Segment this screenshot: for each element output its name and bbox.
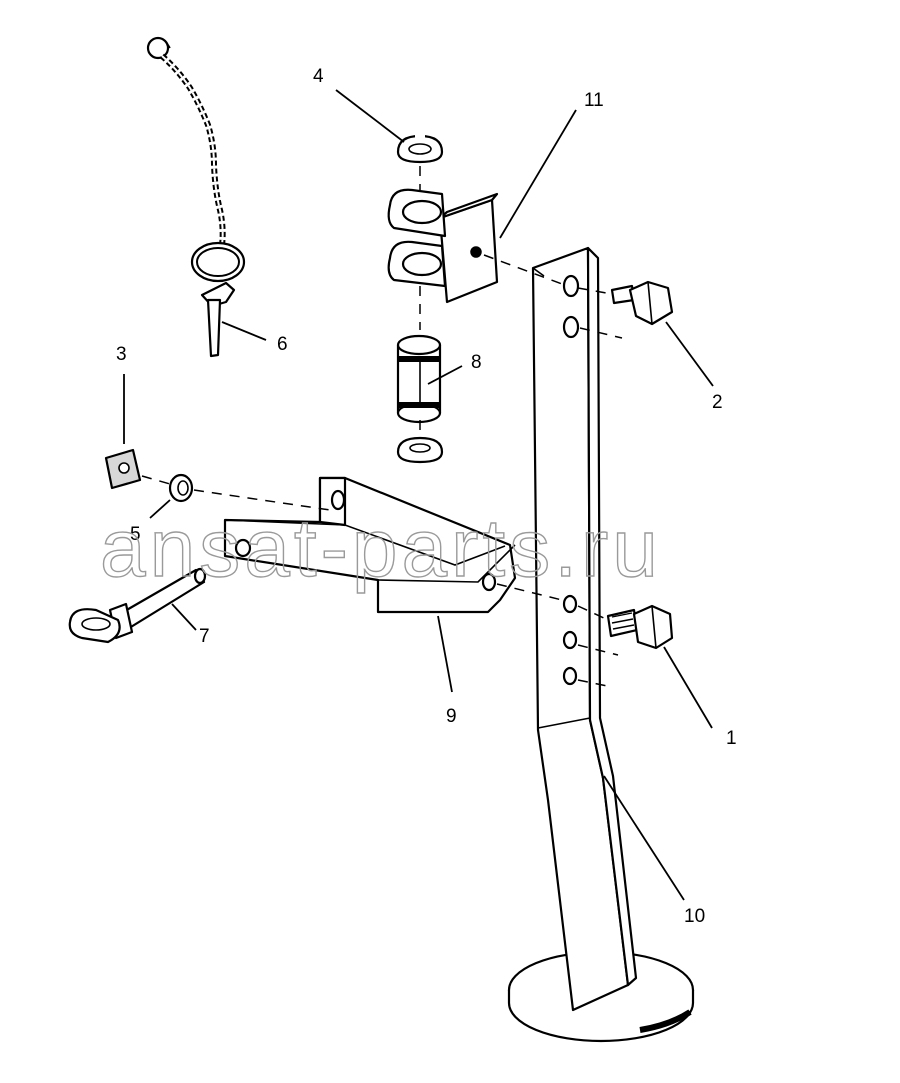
circlip-upper [396, 134, 444, 164]
assembly-lines [141, 166, 623, 688]
callout-7: 7 [199, 626, 210, 647]
callout-8: 8 [471, 352, 482, 373]
linch-pin-with-chain [146, 36, 246, 358]
bolt-lower [606, 604, 674, 650]
swivel-bracket [387, 188, 499, 304]
handle-pin [68, 567, 207, 644]
callout-11: 11 [584, 90, 604, 111]
bolt-upper [610, 280, 674, 326]
support-bracket [223, 476, 517, 614]
callout-6: 6 [277, 334, 288, 355]
watermark-text: ansat-parts.ru [100, 503, 662, 594]
callout-3: 3 [116, 344, 127, 365]
leader-lines [123, 89, 714, 901]
callout-9: 9 [446, 706, 457, 727]
callout-labels: 1 2 3 4 5 6 7 8 9 10 11 [116, 66, 737, 927]
callout-2: 2 [712, 392, 723, 413]
square-nut [104, 448, 142, 490]
callout-5: 5 [130, 524, 141, 545]
bushing-pin [396, 334, 444, 464]
jack-stand-post [507, 246, 695, 1043]
callout-4: 4 [313, 66, 324, 87]
lock-washer [168, 473, 194, 503]
callout-1: 1 [726, 728, 737, 749]
callout-10: 10 [684, 906, 705, 927]
